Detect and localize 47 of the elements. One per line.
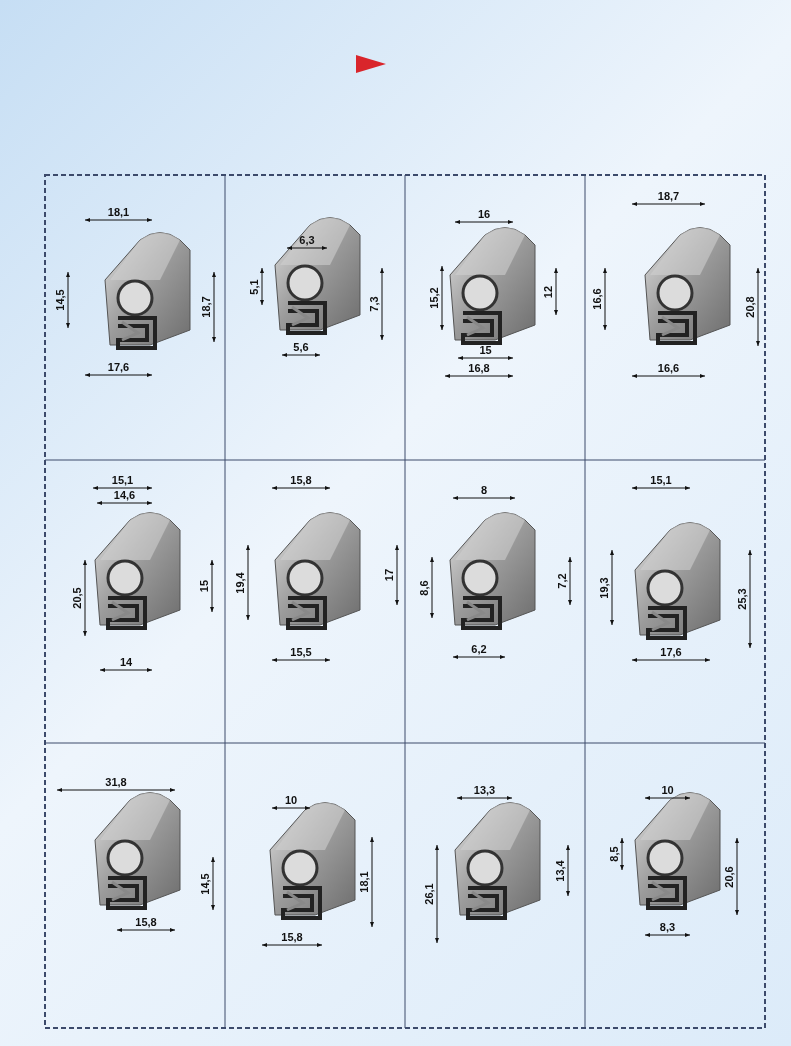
dimension-label: 31,8 (105, 776, 127, 788)
dimension-label: 15 (479, 344, 492, 356)
dimension-label: 20,5 (71, 587, 83, 609)
dimension-label: 15,8 (281, 931, 303, 943)
dimension-label: 13,3 (473, 784, 496, 796)
dimension-label: 14,6 (113, 489, 136, 501)
dimension-label: 17,6 (107, 361, 130, 373)
dimension-label: 10 (284, 794, 298, 806)
dimension-label: 19,4 (234, 571, 246, 594)
dimension-label: 15,8 (135, 916, 157, 928)
dimension-label: 20,8 (744, 296, 756, 318)
dimension-label: 15,1 (650, 474, 672, 486)
dimension-label: 26,1 (423, 883, 435, 905)
dimension-label: 15,2 (428, 287, 440, 309)
dimension-label: 20,6 (723, 865, 735, 888)
dimension-label: 15,8 (290, 474, 312, 486)
dimension-label: 15 (198, 579, 210, 593)
dimension-label: 17 (383, 568, 395, 582)
dimension-label: 12 (542, 285, 554, 298)
dimension-label: 8,5 (608, 846, 620, 862)
dimension-label: 15,1 (111, 474, 134, 486)
dimension-label: 14,5 (199, 872, 211, 895)
dimension-label: 15,5 (290, 646, 312, 658)
dimension-label: 5,1 (248, 278, 260, 295)
dimension-label: 16 (477, 208, 491, 220)
dimension-label: 18,7 (657, 190, 680, 202)
dimension-label: 16,8 (468, 362, 490, 374)
dimension-label: 18,1 (107, 206, 130, 218)
dimension-label: 8 (480, 484, 488, 496)
dimension-label: 18,7 (200, 296, 212, 318)
dimension-label: 14,5 (54, 289, 66, 311)
dimension-label: 14 (119, 656, 133, 668)
dimension-label: 5,6 (293, 341, 309, 353)
dimension-label: 17,6 (660, 646, 682, 658)
dimension-label: 7,3 (368, 296, 380, 312)
dimension-label: 16,6 (657, 362, 680, 374)
dimension-label: 16,6 (591, 288, 603, 310)
dimension-label: 18,1 (358, 871, 370, 893)
dimension-label: 10 (661, 784, 674, 796)
dimension-label: 8,6 (418, 579, 430, 596)
dimension-label: 25,3 (736, 588, 748, 610)
dimension-label: 7,2 (556, 573, 568, 589)
dimension-label: 6,3 (299, 234, 315, 246)
dimension-label: 13,4 (554, 859, 566, 882)
dimension-label: 19,3 (598, 576, 610, 599)
dimension-label: 8,3 (659, 921, 676, 933)
dimension-label: 6,2 (471, 643, 487, 655)
